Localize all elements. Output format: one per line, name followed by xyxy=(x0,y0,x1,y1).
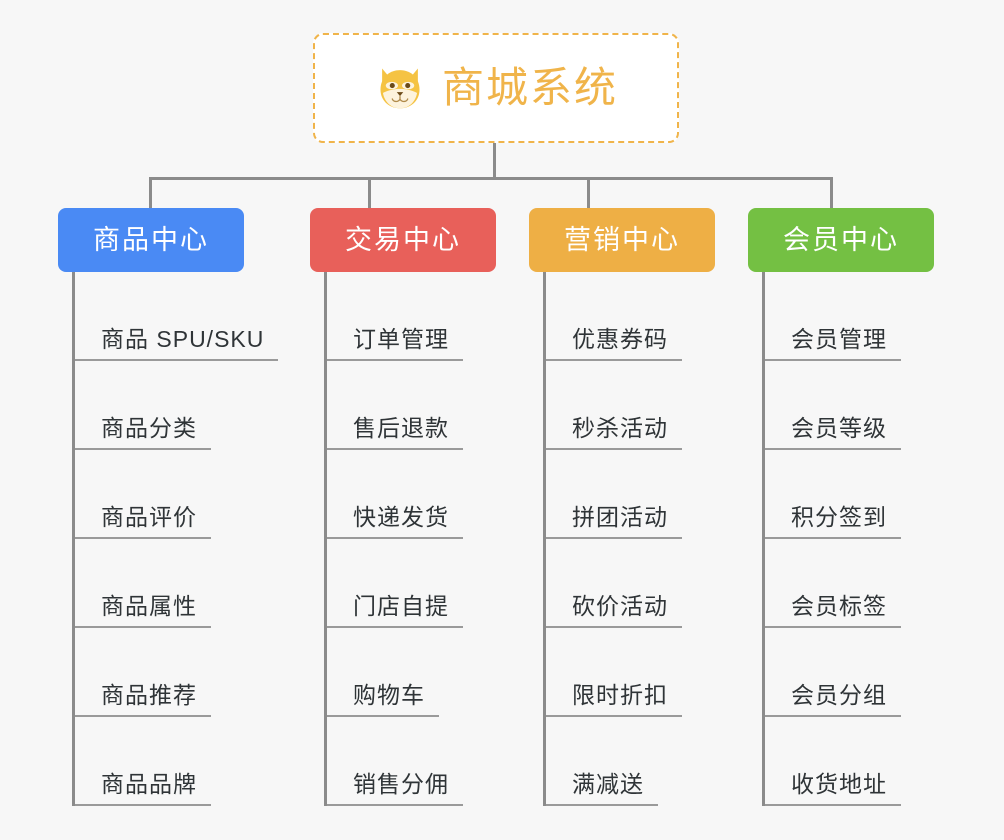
leaf-label: 订单管理 xyxy=(353,325,449,352)
branch-label: 交易中心 xyxy=(345,224,461,255)
leaf-label: 售后退款 xyxy=(353,414,449,441)
branch-trunk-member-center xyxy=(762,272,765,806)
root-node[interactable]: 商城系统 xyxy=(313,33,679,143)
leaf-item[interactable]: 购物车 xyxy=(310,628,540,717)
leaf-item[interactable]: 订单管理 xyxy=(310,272,540,361)
connector-bus xyxy=(149,177,833,180)
leaf-item[interactable]: 商品评价 xyxy=(58,450,308,539)
connector-drop-4 xyxy=(830,177,833,209)
shiba-dog-face-icon xyxy=(380,68,420,109)
connector-root-stem xyxy=(493,143,496,179)
leaf-item[interactable]: 满减送 xyxy=(529,717,759,806)
leaf-item[interactable]: 收货地址 xyxy=(748,717,978,806)
branch-trunk-trade-center xyxy=(324,272,327,806)
leaf-label: 商品评价 xyxy=(101,503,197,530)
leaf-item[interactable]: 会员标签 xyxy=(748,539,978,628)
leaf-list-product-center: 商品 SPU/SKU 商品分类 商品评价 商品属性 商品推荐 商品品牌 xyxy=(58,272,308,806)
leaf-label: 满减送 xyxy=(572,770,644,797)
leaf-item[interactable]: 商品分类 xyxy=(58,361,308,450)
leaf-label: 拼团活动 xyxy=(572,503,668,530)
branch-header-member-center[interactable]: 会员中心 xyxy=(748,208,934,272)
leaf-label: 会员等级 xyxy=(791,414,887,441)
branch-label: 会员中心 xyxy=(783,224,899,255)
leaf-label: 砍价活动 xyxy=(572,592,668,619)
leaf-label: 商品 SPU/SKU xyxy=(101,325,265,352)
leaf-label: 商品推荐 xyxy=(101,681,197,708)
leaf-label: 商品属性 xyxy=(101,592,197,619)
branch-header-marketing-center[interactable]: 营销中心 xyxy=(529,208,715,272)
leaf-label: 购物车 xyxy=(353,681,425,708)
leaf-label: 门店自提 xyxy=(353,592,449,619)
leaf-label: 会员标签 xyxy=(791,592,887,619)
leaf-label: 会员管理 xyxy=(791,325,887,352)
leaf-item[interactable]: 会员管理 xyxy=(748,272,978,361)
leaf-item[interactable]: 积分签到 xyxy=(748,450,978,539)
leaf-item[interactable]: 会员分组 xyxy=(748,628,978,717)
leaf-item[interactable]: 秒杀活动 xyxy=(529,361,759,450)
leaf-label: 快递发货 xyxy=(353,503,449,530)
leaf-item[interactable]: 快递发货 xyxy=(310,450,540,539)
branch-trunk-product-center xyxy=(72,272,75,806)
leaf-item[interactable]: 商品品牌 xyxy=(58,717,308,806)
branch-label: 营销中心 xyxy=(564,224,680,255)
leaf-list-member-center: 会员管理 会员等级 积分签到 会员标签 会员分组 收货地址 xyxy=(748,272,978,806)
leaf-list-trade-center: 订单管理 售后退款 快递发货 门店自提 购物车 销售分佣 xyxy=(310,272,540,806)
root-title: 商城系统 xyxy=(441,64,618,111)
leaf-item[interactable]: 限时折扣 xyxy=(529,628,759,717)
connector-drop-3 xyxy=(587,177,590,209)
leaf-label: 秒杀活动 xyxy=(572,414,668,441)
leaf-item[interactable]: 售后退款 xyxy=(310,361,540,450)
leaf-item[interactable]: 门店自提 xyxy=(310,539,540,628)
branch-column-product-center: 商品中心 商品 SPU/SKU 商品分类 商品评价 商品属性 商品推荐 商品品牌 xyxy=(58,208,308,806)
leaf-list-marketing-center: 优惠券码 秒杀活动 拼团活动 砍价活动 限时折扣 满减送 xyxy=(529,272,759,806)
leaf-label: 积分签到 xyxy=(791,503,887,530)
leaf-label: 优惠券码 xyxy=(572,325,668,352)
leaf-item[interactable]: 商品属性 xyxy=(58,539,308,628)
leaf-label: 商品分类 xyxy=(101,414,197,441)
leaf-item[interactable]: 商品 SPU/SKU xyxy=(58,272,308,361)
leaf-item[interactable]: 拼团活动 xyxy=(529,450,759,539)
branch-column-member-center: 会员中心 会员管理 会员等级 积分签到 会员标签 会员分组 收货地址 xyxy=(748,208,978,806)
leaf-label: 商品品牌 xyxy=(101,770,197,797)
leaf-item[interactable]: 销售分佣 xyxy=(310,717,540,806)
leaf-item[interactable]: 优惠券码 xyxy=(529,272,759,361)
branch-header-product-center[interactable]: 商品中心 xyxy=(58,208,244,272)
connector-drop-2 xyxy=(368,177,371,209)
leaf-item[interactable]: 商品推荐 xyxy=(58,628,308,717)
leaf-label: 会员分组 xyxy=(791,681,887,708)
branch-column-trade-center: 交易中心 订单管理 售后退款 快递发货 门店自提 购物车 销售分佣 xyxy=(310,208,540,806)
branch-label: 商品中心 xyxy=(93,224,209,255)
leaf-item[interactable]: 会员等级 xyxy=(748,361,978,450)
leaf-label: 限时折扣 xyxy=(572,681,668,708)
connector-drop-1 xyxy=(149,177,152,209)
branch-column-marketing-center: 营销中心 优惠券码 秒杀活动 拼团活动 砍价活动 限时折扣 满减送 xyxy=(529,208,759,806)
leaf-label: 收货地址 xyxy=(791,770,887,797)
leaf-label: 销售分佣 xyxy=(353,770,449,797)
branch-header-trade-center[interactable]: 交易中心 xyxy=(310,208,496,272)
leaf-item[interactable]: 砍价活动 xyxy=(529,539,759,628)
branch-trunk-marketing-center xyxy=(543,272,546,806)
